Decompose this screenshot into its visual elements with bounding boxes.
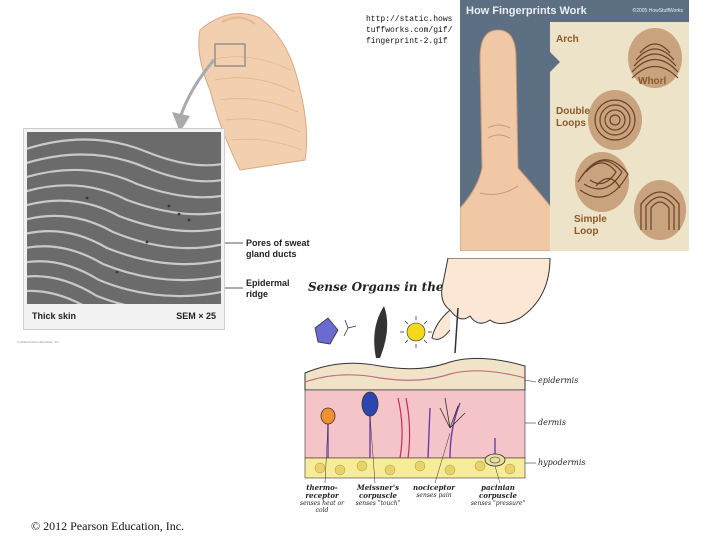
arch-print (628, 28, 682, 88)
label-whorl: Whorl (638, 76, 667, 87)
magnify-box (214, 43, 246, 67)
receptor-name: nociceptor (413, 483, 455, 492)
label-epidermis: epidermis (538, 376, 579, 385)
callout-epidermal-ridge: Epidermal ridge (246, 278, 290, 299)
receptor-pacinian: pacinian corpuscle senses "pressure" (468, 483, 528, 508)
nociceptor-shape (439, 397, 466, 429)
diagram-title: Sense Organs in the Skin (308, 280, 478, 294)
receptor-desc: senses pain (416, 492, 452, 499)
sun-icon (400, 316, 432, 348)
receptor-desc: senses "pressure" (470, 500, 526, 507)
panel-title: How Fingerprints Work (466, 5, 587, 17)
pin-object (454, 307, 459, 354)
fingerprint-pattern-set (550, 28, 686, 240)
footer-copyright: © 2012 Pearson Education, Inc. (31, 519, 185, 533)
callout-pores: Pores of sweat gland ducts (246, 238, 310, 259)
pacinian-corpuscle-shape (484, 453, 506, 467)
source-url-text: http://static.howstuffworks.com/gif/fing… (366, 15, 453, 46)
label-double-loops: Double Loops (556, 106, 590, 129)
ice-icon (314, 317, 357, 345)
whorl-print (588, 90, 642, 150)
sem-caption-thick-skin: Thick skin (32, 311, 77, 321)
receptor-name: Meissner's corpuscle (356, 483, 400, 500)
receptor-meissner: Meissner's corpuscle senses "touch" (350, 483, 406, 508)
finger-illustration (460, 29, 560, 251)
receptor-name: pacinian corpuscle (479, 483, 517, 500)
sense-organs-diagram: Sense Organs in the Skin (300, 258, 600, 540)
label-dermis: dermis (538, 418, 566, 427)
label-arch: Arch (556, 34, 579, 45)
feather-icon (374, 306, 388, 358)
thermoreceptor-shape (320, 407, 336, 425)
meissner-corpuscle-shape (361, 391, 379, 417)
sem-caption-magnification: SEM × 25 (176, 311, 216, 321)
receptor-thermoreceptor: thermo-receptor senses heat or cold (294, 483, 350, 515)
finger-sem-figure: Thick skin SEM × 25 Pores of sweat gland… (0, 0, 330, 360)
how-fingerprints-work-panel: How Fingerprints Work ©2005 HowStuffWork… (460, 0, 689, 251)
receptor-desc: senses "touch" (355, 500, 401, 507)
skin-cross-section (304, 258, 551, 484)
receptor-desc: senses heat or cold (300, 500, 344, 514)
receptor-nociceptor: nociceptor senses pain (408, 483, 460, 500)
label-hypodermis: hypodermis (538, 458, 586, 467)
simple-loop-print (634, 180, 686, 240)
small-copyright: © 2012 Pearson Education, Inc. (17, 340, 60, 344)
panel-credit: ©2005 HowStuffWorks (632, 8, 683, 14)
label-simple-loop: Simple Loop (574, 214, 607, 237)
receptor-name: thermo-receptor (305, 483, 339, 500)
sem-micrograph (27, 132, 221, 304)
fingerprint-types-card: Arch Whorl Double Loops Simple Loop (550, 22, 689, 251)
sem-micrograph-panel: Thick skin SEM × 25 (23, 128, 225, 330)
double-loops-print (575, 152, 629, 212)
